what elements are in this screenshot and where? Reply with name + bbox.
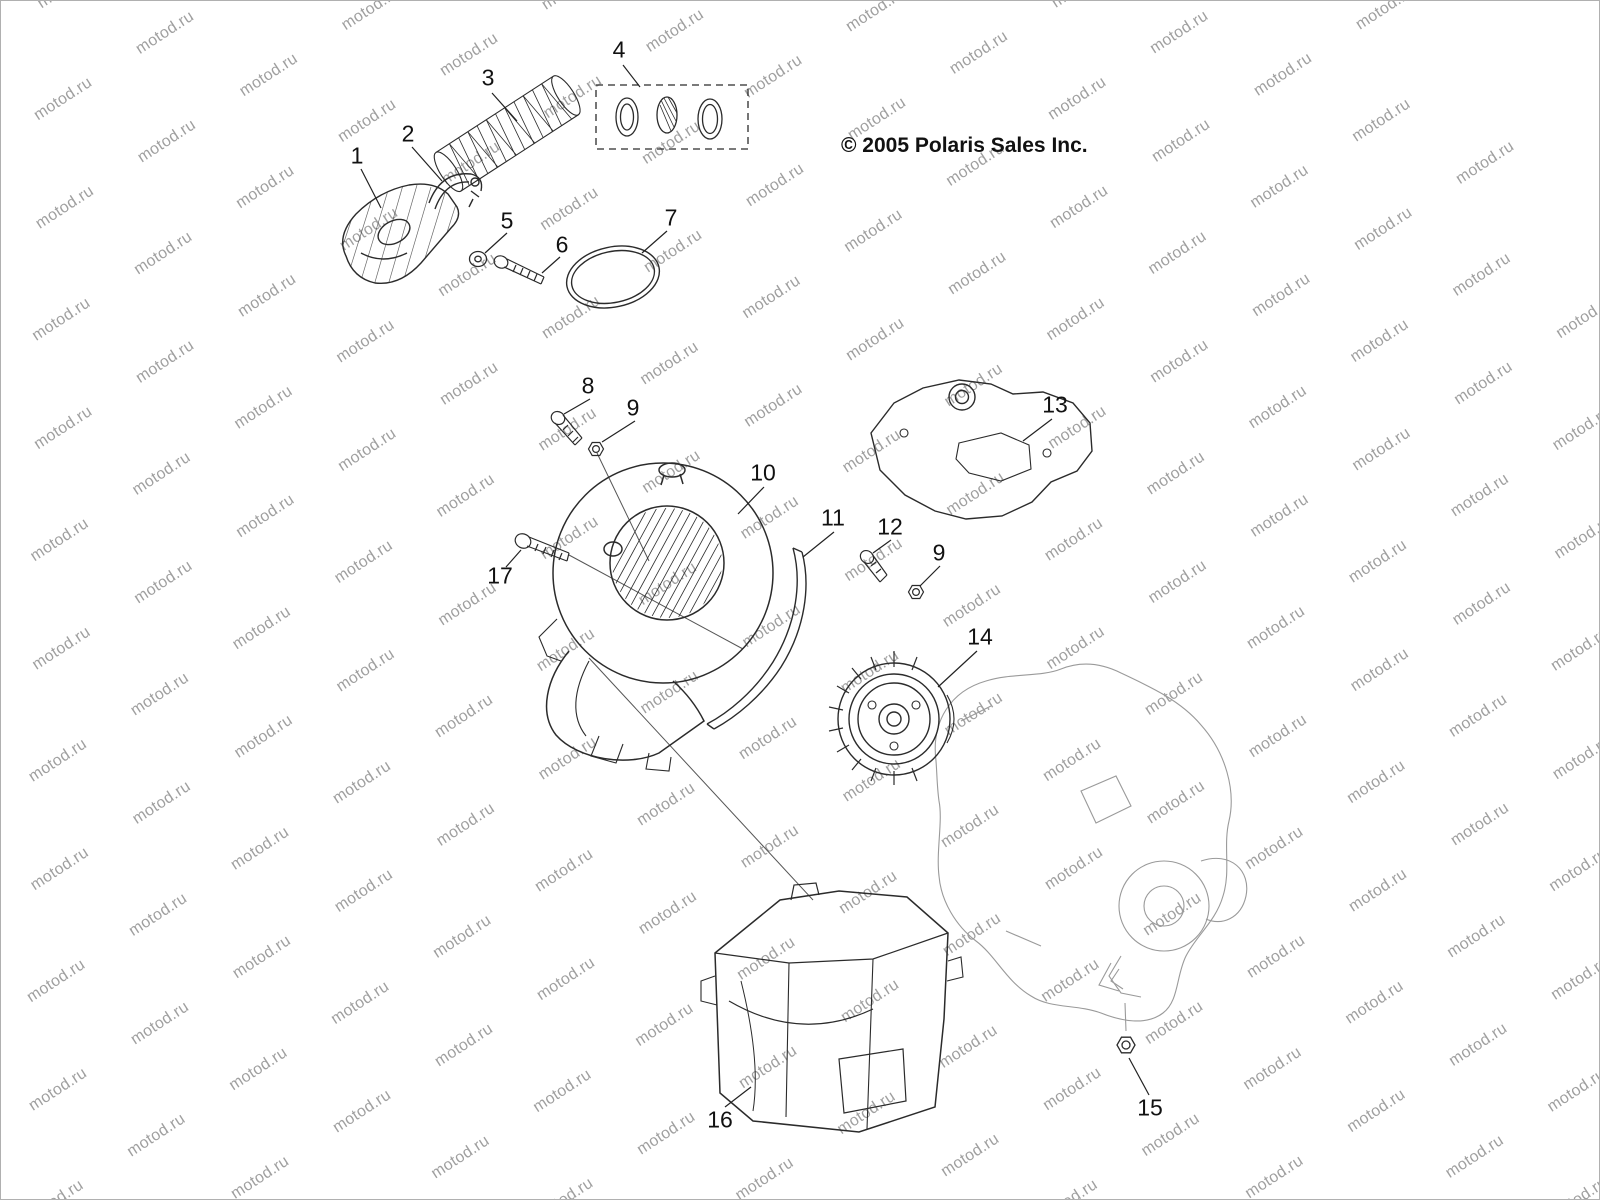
callout-11: 11 bbox=[821, 504, 845, 531]
part-10-fan-cover bbox=[538, 462, 774, 772]
callout-15: 15 bbox=[1137, 1094, 1163, 1121]
part-7-oring bbox=[565, 245, 661, 309]
part-9b-nut bbox=[907, 584, 925, 600]
copyright-text: © 2005 Polaris Sales Inc. bbox=[841, 134, 1088, 157]
part-5-washer bbox=[468, 250, 488, 268]
part-2-clamp bbox=[428, 173, 483, 210]
callout-8: 8 bbox=[581, 372, 595, 399]
engine-crankcase-outline bbox=[934, 663, 1248, 1032]
callout-5: 5 bbox=[500, 207, 514, 234]
callout-7: 7 bbox=[664, 204, 678, 231]
part-17-screw bbox=[514, 533, 570, 562]
assembly-lines bbox=[568, 452, 814, 901]
part-8-screw bbox=[550, 410, 583, 446]
part-4-seal-kit bbox=[595, 84, 749, 150]
part-6-screw bbox=[493, 255, 545, 285]
callout-9a: 9 bbox=[626, 394, 640, 421]
part-14-flywheel bbox=[828, 651, 955, 785]
leader-lines bbox=[360, 64, 1150, 1108]
callout-17: 17 bbox=[487, 562, 513, 589]
callout-9b: 9 bbox=[932, 539, 946, 566]
callout-13: 13 bbox=[1042, 391, 1068, 418]
part-11-vent-tube bbox=[706, 547, 807, 730]
part-15-nut bbox=[1116, 1036, 1136, 1054]
callout-3: 3 bbox=[481, 64, 495, 91]
callout-16: 16 bbox=[707, 1106, 733, 1133]
callout-4: 4 bbox=[612, 36, 626, 63]
callout-14: 14 bbox=[967, 623, 993, 650]
part-16-airbox-cover bbox=[700, 882, 964, 1133]
callout-12: 12 bbox=[877, 513, 903, 540]
callout-1: 1 bbox=[350, 142, 364, 169]
callout-10: 10 bbox=[750, 459, 776, 486]
part-12-screw bbox=[859, 549, 888, 583]
callout-6: 6 bbox=[555, 231, 569, 258]
part-9a-nut bbox=[587, 441, 605, 457]
callout-2: 2 bbox=[401, 120, 415, 147]
part-13-heat-shield bbox=[870, 379, 1093, 520]
part-3-flex-hose bbox=[433, 75, 581, 193]
